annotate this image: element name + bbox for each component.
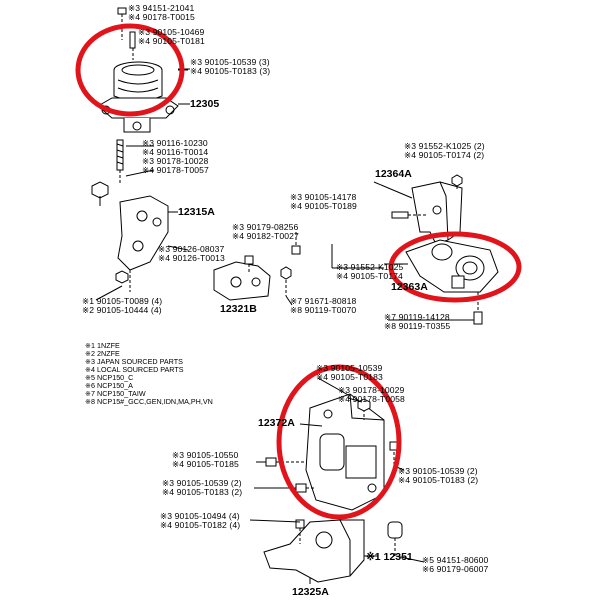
callout-90105-10469: ※3 90105-10469 ※4 90105-T0181 [138, 27, 205, 46]
callout-90105-10539-3: ※3 90105-10539 (3) ※4 90105-T0183 (3) [190, 57, 271, 76]
mount-12363A [384, 239, 499, 325]
bolt-90116 [91, 139, 124, 199]
callout-90105-10494: ※3 90105-10494 (4) ※4 90105-T0182 (4) [160, 511, 241, 530]
callout-90119-14128: ※7 90119-14128 ※8 90119-T0355 [384, 312, 451, 331]
engine-mount-12305 [97, 7, 190, 133]
callout-94151-21041: ※3 94151-21041 ※4 90178-T0015 [128, 3, 195, 22]
callout-90105-10539: ※3 90105-10539 ※4 90105-T0183 [316, 363, 383, 382]
legend-item: ※7 NCP150_TAIW [85, 389, 146, 398]
mount-12372A [265, 393, 399, 511]
part-number-12325A: 12325A [292, 586, 329, 598]
part-number-12351: ※1 12351 [366, 551, 413, 563]
highlight-circles [75, 23, 522, 520]
legend: ※1 1NZFE ※2 2NZFE ※3 JAPAN SOURCED PARTS… [85, 342, 213, 406]
callout-90116-10230: ※3 90116-10230 ※4 90116-T0014 ※3 90178-1… [142, 138, 209, 175]
legend-item: ※2 2NZFE [85, 349, 120, 358]
part-number-12372A: 12372A [258, 417, 295, 429]
legend-item: ※5 NCP150_C [85, 373, 134, 382]
bracket-12321B [213, 232, 301, 301]
callout-90105-T0089: ※1 90105-T0089 (4) ※2 90105-10444 (4) [82, 296, 163, 315]
callout-94151-80600: ※5 94151-80600 ※6 90179-06007 [422, 555, 489, 574]
bracket-12325A [263, 519, 403, 583]
callout-90105-10550: ※3 90105-10550 ※4 90105-T0185 [172, 450, 239, 469]
part-number-12364A: 12364A [375, 168, 412, 180]
part-number-12321B: 12321B [220, 303, 257, 315]
callout-90105-14178: ※3 90105-14178 ※4 90105-T0189 [290, 192, 357, 211]
part-number-12315A: 12315A [178, 206, 215, 218]
legend-item: ※3 JAPAN SOURCED PARTS [85, 357, 183, 366]
legend-item: ※8 NCP15#_GCC,GEN,IDN,MA,PH,VN [85, 397, 213, 406]
callout-91552-K1025: ※3 91552-K1025 ※4 90105-T0174 [336, 262, 404, 281]
legend-item: ※4 LOCAL SOURCED PARTS [85, 365, 184, 374]
legend-item: ※6 NCP150_A [85, 381, 133, 390]
callout-90178-10029: ※3 90178-10029 ※4 90178-T0058 [338, 385, 405, 404]
bracket-12315A [115, 195, 178, 292]
part-number-12305: 12305 [190, 98, 220, 110]
callout-90126-08037: ※3 90126-08037 ※4 90126-T0013 [158, 244, 225, 263]
callout-90179-08256: ※3 90179-08256 ※4 90182-T0027 [232, 222, 299, 241]
highlight-circle-top [75, 23, 185, 117]
callout-91552-K1025-2: ※3 91552-K1025 (2) ※4 90105-T0174 (2) [404, 141, 485, 160]
leader-lines-upper [95, 68, 474, 321]
leader-lines-lower [249, 377, 425, 584]
highlight-circle-right [388, 231, 522, 303]
highlight-circle-bottom [276, 364, 402, 520]
callout-90105-10539-2-right: ※3 90105-10539 (2) ※4 90105-T0183 (2) [398, 466, 479, 485]
part-number-12363A: 12363A [391, 281, 428, 293]
callout-90105-10539-2-left: ※3 90105-10539 (2) ※4 90105-T0183 (2) [162, 478, 243, 497]
callout-91671-80818: ※7 91671-80818 ※8 90119-T0070 [290, 296, 357, 315]
legend-item: ※1 1NZFE [85, 341, 120, 350]
